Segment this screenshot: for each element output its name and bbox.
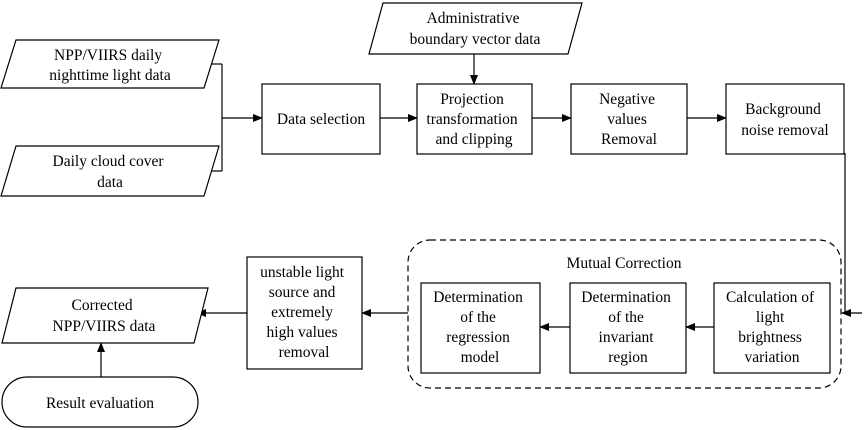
unstable-line-1: unstable light [260,264,345,281]
negative-line-1: Negative [599,91,655,108]
node-negative-values-removal: Negative values Removal [570,83,688,155]
node-projection-transformation: Projection transformation and clipping [416,83,533,155]
invariant-line-3: invariant [599,329,655,346]
edges [97,54,862,377]
brightness-line-2: light [756,309,785,326]
unstable-line-2: source and [269,284,336,301]
cloud-line-2: data [97,174,123,191]
negative-line-2: values [607,111,647,128]
svg-text:unstable light source an: unstable light source and extremely high… [260,264,348,361]
svg-text:Result evaluation: Result evaluation [46,395,154,412]
node-npp-viirs-daily-input: NPP/VIIRS daily nighttime light data [0,39,220,89]
projection-line-3: and clipping [435,131,512,148]
unstable-line-4: high values [267,324,338,341]
node-data-selection: Data selection [261,83,381,155]
projection-line-2: transformation [426,111,518,128]
npp-daily-line-1: NPP/VIIRS daily [54,47,162,64]
svg-text:Background noise removal: Background noise removal [741,101,828,139]
mutual-correction-label: Mutual Correction [567,255,682,272]
corrected-line-1: Corrected [72,297,133,314]
svg-text:Determination of the: Determination of the regression model [433,289,526,366]
npp-daily-line-2: nighttime light data [49,67,171,84]
svg-text:Data selection: Data selection [277,111,365,128]
regression-line-2: of the [460,309,496,326]
background-line-2: noise removal [741,122,828,139]
admin-line-2: boundary vector data [410,31,541,48]
node-background-noise-removal: Background noise removal [725,83,845,155]
invariant-line-1: Determination [581,289,671,306]
svg-text:Corrected NPP/VIIRS data: Corrected NPP/VIIRS data [53,297,156,335]
node-brightness-variation: Calculation of light brightness variatio… [713,282,831,374]
invariant-line-2: of the [608,309,644,326]
node-administrative-boundary-input: Administrative boundary vector data [368,2,583,55]
selection-line-1: Data selection [277,111,365,128]
brightness-line-4: variation [744,349,799,366]
node-regression-model: Determination of the regression model [420,282,541,374]
brightness-line-3: brightness [738,329,802,346]
node-daily-cloud-cover-input: Daily cloud cover data [0,145,220,197]
svg-text:Negative values Re: Negative values Removal [599,91,659,148]
invariant-line-4: region [608,349,648,366]
edge-background-to-brightness [843,153,846,314]
unstable-line-5: removal [279,344,330,361]
svg-text:Calculation of light: Calculation of light brightness variatio… [726,289,818,366]
node-unstable-light-removal: unstable light source and extremely high… [246,256,363,370]
svg-text:Administrative boundary: Administrative boundary vector data [410,10,541,48]
admin-line-1: Administrative [427,10,520,27]
evaluation-line-1: Result evaluation [46,395,154,412]
cloud-line-1: Daily cloud cover [53,153,165,170]
corrected-line-2: NPP/VIIRS data [53,318,156,335]
regression-line-3: regression [446,329,510,346]
brightness-line-1: Calculation of [726,289,815,306]
svg-text:NPP/VIIRS daily nighttim: NPP/VIIRS daily nighttime light data [49,47,171,84]
regression-line-4: model [461,349,500,366]
svg-text:Determination of the: Determination of the invariant region [581,289,674,366]
node-result-evaluation: Result evaluation [1,376,199,428]
svg-text:Daily cloud cover data: Daily cloud cover data [53,153,168,191]
unstable-line-3: extremely [271,304,333,321]
background-line-1: Background [745,101,821,118]
node-corrected-npp-viirs-output: Corrected NPP/VIIRS data [1,287,209,344]
regression-line-1: Determination [433,289,523,306]
projection-line-1: Projection [440,91,504,108]
svg-text:Projection transformatio: Projection transformation and clipping [426,91,521,148]
negative-line-3: Removal [601,131,657,148]
node-invariant-region: Determination of the invariant region [569,282,687,374]
